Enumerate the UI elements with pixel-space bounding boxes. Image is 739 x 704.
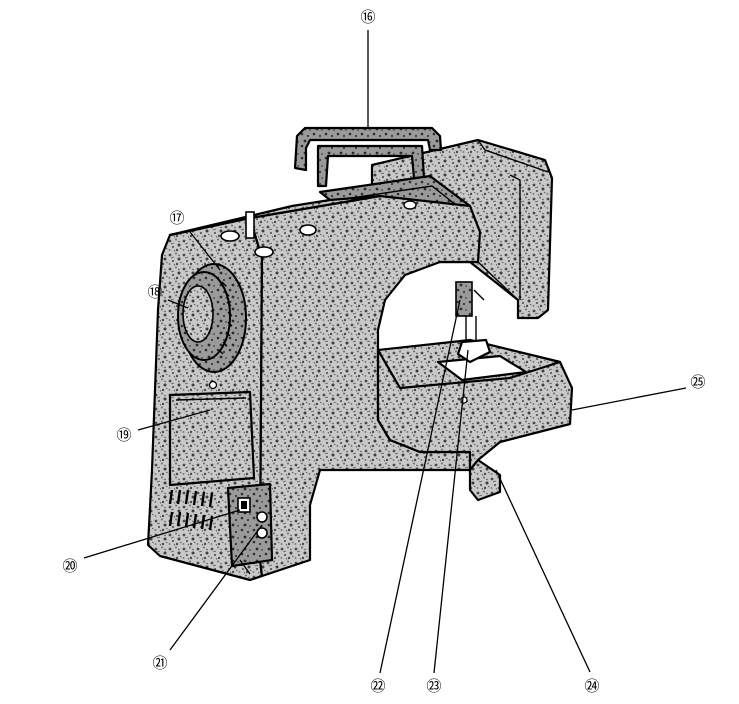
- handle-grip: [316, 144, 426, 188]
- leader-18: [167, 299, 189, 309]
- svg-text:⑱: ⑱: [147, 283, 162, 301]
- leader-21: [169, 524, 263, 651]
- power-switch-plate: [226, 482, 274, 568]
- presser-foot: [456, 338, 492, 364]
- base-foot: [468, 458, 502, 502]
- vent-slots: [168, 489, 214, 531]
- callout-23: ㉓: [426, 677, 441, 695]
- leader-25: [571, 387, 687, 411]
- svg-text:㉔: ㉔: [584, 677, 599, 695]
- leader-23: [433, 349, 469, 674]
- svg-text:⑲: ⑲: [116, 426, 131, 444]
- spool-pin-knob: [220, 230, 240, 242]
- leader-17: [189, 231, 221, 271]
- leader-20: [83, 509, 241, 559]
- callout-24: ㉔: [584, 677, 599, 695]
- svg-text:㉒: ㉒: [370, 677, 385, 695]
- leader-lines: [83, 30, 687, 674]
- callout-21: ㉑: [152, 654, 167, 672]
- callout-22: ㉒: [370, 677, 385, 695]
- needle-clamp: [455, 281, 473, 317]
- carry-handle: [293, 126, 443, 172]
- bobbin-winder-knob: [254, 246, 274, 258]
- svg-text:⑰: ⑰: [169, 209, 184, 227]
- spool-pin: [245, 211, 255, 239]
- leader-19: [137, 409, 211, 431]
- side-cover-panel: [168, 390, 256, 487]
- socket-pin: [256, 511, 268, 523]
- callout-17: ⑰: [169, 209, 184, 227]
- svg-text:⑳: ⑳: [62, 557, 77, 575]
- callout-19: ⑲: [116, 426, 131, 444]
- svg-text:㉕: ㉕: [690, 373, 705, 391]
- callout-18: ⑱: [147, 283, 162, 301]
- leader-24: [495, 469, 591, 673]
- callout-25: ㉕: [690, 373, 705, 391]
- callout-20: ⑳: [62, 557, 77, 575]
- callout-16: ⑯: [360, 8, 375, 26]
- callouts: ⑯ ⑰ ⑱ ⑲ ⑳ ㉑ ㉒ ㉓ ㉔ ㉕: [62, 8, 705, 695]
- svg-text:㉑: ㉑: [152, 654, 167, 672]
- svg-text:⑯: ⑯: [360, 8, 375, 26]
- svg-text:㉓: ㉓: [426, 677, 441, 695]
- leader-22: [379, 299, 461, 674]
- machine-illustration: [146, 126, 574, 582]
